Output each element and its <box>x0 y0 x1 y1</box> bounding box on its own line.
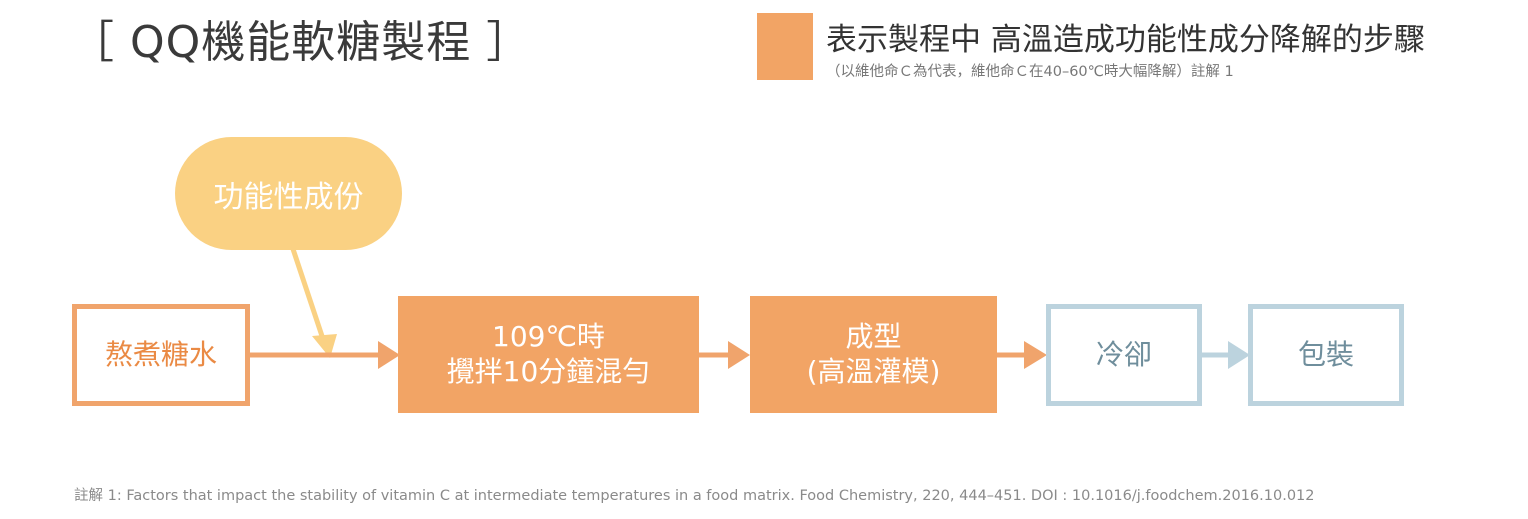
step-mold-line1: 成型 <box>845 320 902 354</box>
step-mold: 成型 (高溫灌模) <box>750 296 997 413</box>
step-mold-line2: (高溫灌模) <box>806 354 941 388</box>
arrowhead-mold-cool <box>1024 341 1047 369</box>
step-boil: 熬煮糖水 <box>72 304 250 406</box>
legend-text: 表示製程中 高溫造成功能性成分降解的步驟 <box>826 22 1425 58</box>
step-boil-label: 熬煮糖水 <box>104 337 217 371</box>
ingredient-arrow-line <box>287 239 328 346</box>
arrowhead-mix-mold <box>728 341 750 369</box>
footnote: 註解 1: Factors that impact the stability … <box>74 488 1315 504</box>
legend-swatch <box>757 13 813 80</box>
step-mix-line1: 109℃時 <box>492 320 605 354</box>
step-cool-label: 冷卻 <box>1095 337 1152 371</box>
arrowhead-cool-pack <box>1228 341 1250 369</box>
ingredient-node: 功能性成份 <box>175 137 402 250</box>
step-pack-label: 包裝 <box>1297 337 1354 371</box>
step-pack: 包裝 <box>1248 304 1404 406</box>
page-title: ［ QQ機能軟糖製程 ］ <box>70 17 532 68</box>
step-mix-line2: 攪拌10分鐘混勻 <box>446 354 651 388</box>
ingredient-arrowhead <box>312 334 337 358</box>
legend-note: （以維他命Ｃ為代表，維他命Ｃ在40–60℃時大幅降解）註解 1 <box>826 64 1234 80</box>
step-mix: 109℃時 攪拌10分鐘混勻 <box>398 296 699 413</box>
step-cool: 冷卻 <box>1046 304 1202 406</box>
arrowhead-boil-mix <box>378 341 400 369</box>
